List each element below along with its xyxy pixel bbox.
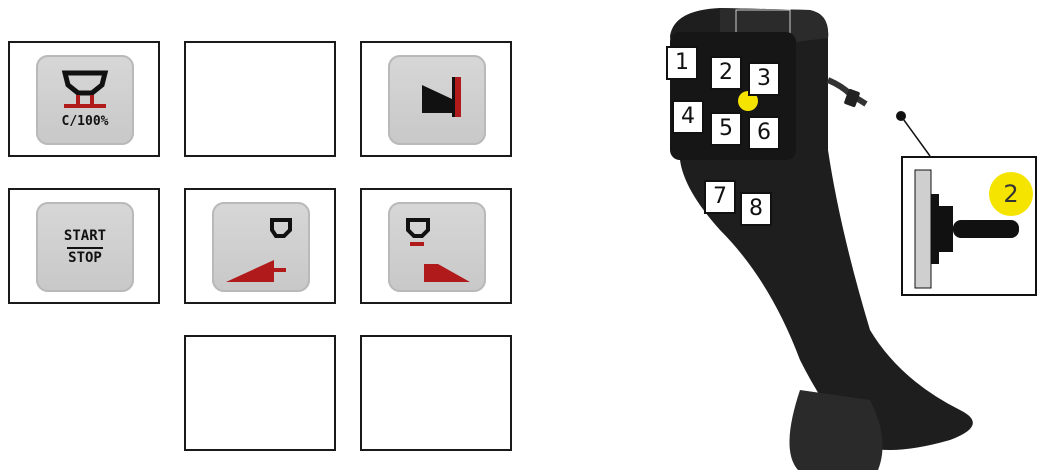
joystick-button-7[interactable]: 7 — [706, 182, 734, 212]
joystick-button-2[interactable]: 2 — [712, 58, 740, 88]
right-section-button[interactable] — [388, 202, 486, 292]
boundary-spreading-icon — [388, 55, 486, 145]
right-section-boundary-icon — [388, 202, 486, 292]
divider — [67, 247, 103, 249]
key-c100-button[interactable]: C/100% — [36, 55, 134, 145]
joystick-button-4[interactable]: 4 — [674, 102, 702, 132]
spreader-quantity-icon — [36, 55, 134, 145]
key-cell-5[interactable] — [184, 188, 336, 304]
left-section-button[interactable] — [212, 202, 310, 292]
joystick-button-6[interactable]: 6 — [750, 118, 778, 148]
key-cell-8[interactable] — [360, 335, 512, 451]
start-label: START — [36, 228, 134, 244]
stop-label: STOP — [36, 250, 134, 266]
detail-badge: 2 — [989, 172, 1033, 216]
key-cell-4[interactable]: START STOP — [8, 188, 160, 304]
key-cell-2[interactable] — [184, 41, 336, 157]
joystick-button-3[interactable]: 3 — [750, 64, 778, 94]
key-cell-3[interactable] — [360, 41, 512, 157]
joystick-image: 1 2 3 4 5 6 7 8 2 — [660, 0, 1045, 470]
joystick-button-1[interactable]: 1 — [668, 48, 696, 78]
start-stop-button[interactable]: START STOP — [36, 202, 134, 292]
detail-inset: 2 — [901, 156, 1037, 296]
key-cell-6[interactable] — [360, 188, 512, 304]
boundary-spreading-button[interactable] — [388, 55, 486, 145]
key-cell-1[interactable]: C/100% — [8, 41, 160, 157]
key-c100-label: C/100% — [36, 114, 134, 129]
joystick-button-8[interactable]: 8 — [742, 194, 770, 224]
joystick-button-5[interactable]: 5 — [712, 114, 740, 144]
key-cell-7[interactable] — [184, 335, 336, 451]
left-section-boundary-icon — [212, 202, 310, 292]
